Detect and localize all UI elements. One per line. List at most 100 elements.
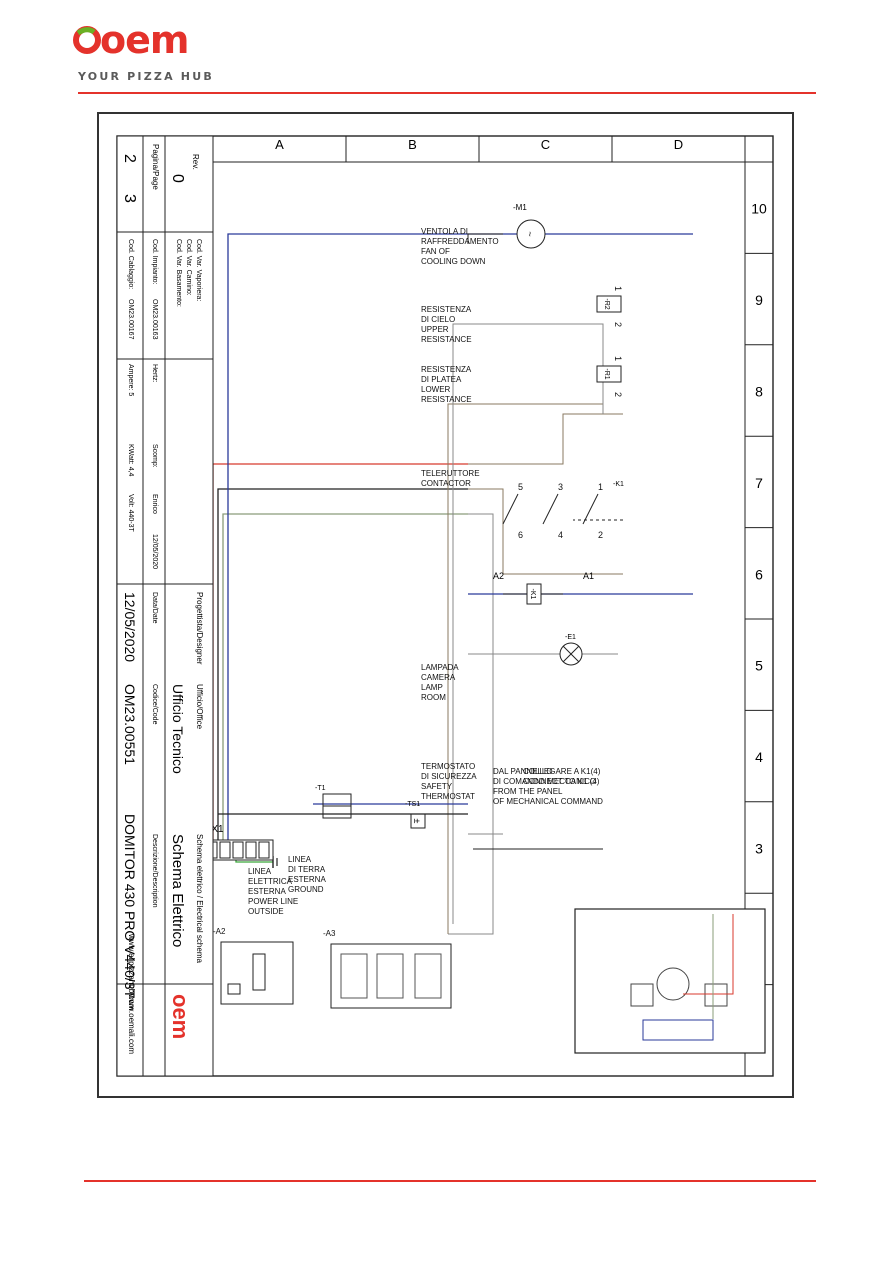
svg-text:THERMOSTAT: THERMOSTAT [421,792,475,801]
svg-text:GROUND: GROUND [288,885,324,894]
footer-divider [84,1180,816,1182]
transformer-t1: -T1 [315,785,352,819]
svg-text:Enrico: Enrico [151,494,158,514]
svg-text:LINEA: LINEA [248,867,272,876]
svg-text:OM23.00163: OM23.00163 [151,299,158,340]
svg-text:DOMITOR 430 PRO V440/3T: DOMITOR 430 PRO V440/3T [122,814,138,999]
control-board-a3 [330,943,452,1009]
grid-column-label: 4 [755,749,763,765]
svg-text:-M1: -M1 [513,203,527,212]
svg-text:LOWER: LOWER [421,385,451,394]
svg-text:Rev.: Rev. [191,154,200,170]
svg-text:CONTACTOR: CONTACTOR [421,479,471,488]
svg-text:-K1: -K1 [529,589,536,600]
svg-text:Codice/Code: Codice/Code [151,684,158,725]
svg-text:RESISTANCE: RESISTANCE [421,335,472,344]
svg-text:Hertz:: Hertz: [151,364,158,383]
svg-text:Ufficio Tecnico: Ufficio Tecnico [170,684,186,774]
svg-text:RESISTENZA: RESISTENZA [421,365,472,374]
logo-wordmark: oem [100,18,189,62]
svg-text:www.alipizzahub.com: www.alipizzahub.com [127,933,136,1011]
logo-tagline: YOUR PIZZA HUB [78,70,214,83]
svg-text:Descrizione/Description: Descrizione/Description [151,834,158,908]
svg-text:Ufficio/Office: Ufficio/Office [195,684,204,730]
svg-text:oem: oem [168,994,193,1039]
contactor-pin-label: 2 [598,530,603,540]
svg-text:OUTSIDE: OUTSIDE [248,907,284,916]
svg-text:LINEA: LINEA [288,855,312,864]
grid-column-label: 8 [755,384,763,400]
svg-text:-K1: -K1 [613,481,624,488]
svg-text:-R2: -R2 [603,298,610,309]
svg-text:TERMOSTATO: TERMOSTATO [421,762,475,771]
svg-text:Cod. Var. Basamento:: Cod. Var. Basamento: [175,239,182,307]
svg-text:Ampere: 5: Ampere: 5 [127,364,134,396]
contactor-pin-label: 4 [558,530,563,540]
svg-text:0: 0 [169,174,186,183]
svg-text:LAMPADA: LAMPADA [421,663,459,672]
grid-column-label: 10 [751,201,767,217]
grid-column-label: 7 [755,475,763,491]
contactor-pin-label: 6 [518,530,523,540]
svg-text:Progettista/Designer: Progettista/Designer [195,592,204,665]
logo-mark-icon [73,26,101,54]
svg-text:2: 2 [121,154,138,163]
svg-text:DAL PANNELLO: DAL PANNELLO [493,767,553,776]
a3-label: -A3 [323,929,336,938]
svg-text:OM23.00167: OM23.00167 [127,299,134,340]
contactor-pin-label: 5 [518,482,523,492]
digital-command-panel [220,941,294,1005]
svg-text:Scomp:: Scomp: [151,444,158,468]
svg-text:DI PLATEA: DI PLATEA [421,375,462,384]
svg-text:Schema elettrico / Electrical: Schema elettrico / Electrical schema [195,834,204,963]
svg-text:12/05/2020: 12/05/2020 [151,534,158,569]
svg-text:UPPER: UPPER [421,325,449,334]
svg-text:ELETTRICA: ELETTRICA [248,877,293,886]
svg-text:Cod. Var. Vaporiera:: Cod. Var. Vaporiera: [195,239,202,301]
grid-row-label: B [408,137,417,152]
svg-text:LAMP: LAMP [421,683,443,692]
contactor-pin-label: 1 [598,482,603,492]
grid-column-label: 5 [755,658,763,674]
svg-text:COLLEGARE A K1(4): COLLEGARE A K1(4) [523,767,601,776]
svg-text:ESTERNA: ESTERNA [248,887,286,896]
svg-text:www.oemali.com: www.oemali.com [127,993,136,1054]
svg-text:±: ± [412,819,422,824]
svg-text:POWER LINE: POWER LINE [248,897,298,906]
svg-text:Cod. Cablaggio:: Cod. Cablaggio: [127,239,134,289]
grid-row-label: C [541,137,550,152]
resistor-pin-label: 1 [613,356,623,361]
svg-text:Data/Date: Data/Date [151,592,158,624]
contactor-coil-k1: -K1 A1 A2 [493,571,594,605]
fan-motor-m1: ~ -M1 [513,203,546,249]
svg-text:Cod. Var. Camino:: Cod. Var. Camino: [185,239,192,296]
header-divider [78,92,816,94]
svg-text:OM23.00551: OM23.00551 [122,684,138,765]
svg-text:RESISTANCE: RESISTANCE [421,395,472,404]
svg-text:CAMERA: CAMERA [421,673,456,682]
grid-row-label: A [275,137,284,152]
lower-resistance-r1: -R1 [596,365,622,383]
svg-text:~: ~ [525,231,535,236]
svg-text:DI TERRA: DI TERRA [288,865,326,874]
svg-text:A2: A2 [493,571,504,581]
svg-text:Pagina/Page: Pagina/Page [151,144,160,190]
svg-text:VENTOLA DI: VENTOLA DI [421,227,468,236]
svg-text:Schema Elettrico: Schema Elettrico [169,834,186,947]
contactor-k1: -K1 [502,481,624,525]
svg-text:-T1: -T1 [315,785,326,792]
svg-text:FAN OF: FAN OF [421,247,450,256]
grid-column-label: 6 [755,566,763,582]
svg-text:KWatt: 4,4: KWatt: 4,4 [127,444,134,477]
grid-column-label: 9 [755,292,763,308]
svg-text:A1: A1 [583,571,594,581]
